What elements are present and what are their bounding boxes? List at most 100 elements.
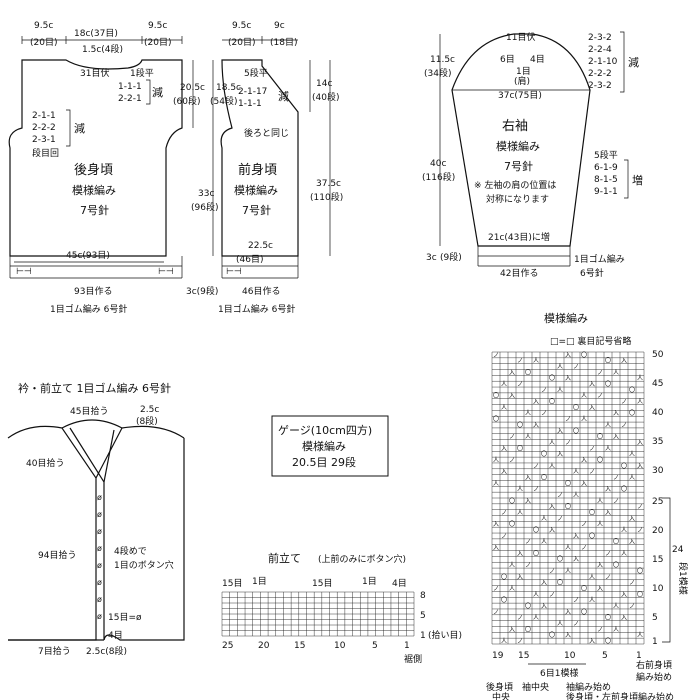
front-width: 22.5c	[248, 241, 273, 251]
front-rib: 1目ゴム編み 6号針	[218, 303, 295, 315]
band-axis-2: 15	[294, 641, 305, 651]
chart-stitch-symbol: 人	[493, 480, 499, 487]
chart-stitch-symbol: 人	[493, 457, 499, 464]
front-neck-height: 14c	[316, 79, 332, 89]
gauge-line-1: 模様編み	[302, 439, 346, 453]
chart-stitch-symbol: ノ	[517, 638, 523, 645]
chart-stitch-symbol: ノ	[605, 550, 611, 557]
back-needle: 7号針	[80, 203, 109, 217]
back-neck-bind: 31目伏	[80, 67, 109, 79]
chart-stitch-symbol: 〇	[589, 533, 595, 540]
sleeve-width-top: 37c(75目)	[498, 90, 542, 101]
chart-row-5: 5	[652, 613, 658, 623]
band-row-8: 8	[420, 591, 426, 601]
chart-legend: □=□ 裏目記号省略	[550, 335, 631, 347]
chart-stitch-symbol: 〇	[581, 609, 587, 616]
chart-stitch-symbol: ノ	[589, 445, 595, 452]
back-piece: ⊢⊣ ⊢⊣ 9.5c (20目) 18c(37目) 9.5c (20目) 1.5…	[8, 21, 218, 315]
chart-repeat-rows: 24	[672, 545, 684, 555]
chart-stitch-symbol: 人	[589, 574, 595, 581]
chart-stitch-symbol: 人	[549, 463, 555, 470]
band-axis-5: 1	[404, 641, 410, 651]
chart-stitch-symbol: 人	[605, 422, 611, 429]
chart-stitch-symbol: ノ	[517, 381, 523, 388]
chart-col-19: 19	[492, 651, 504, 661]
chart-stitch-symbol: 〇	[541, 451, 547, 458]
back-title: 後身頃	[74, 162, 113, 178]
collar-bottom-pick: 7目拾う	[38, 645, 71, 657]
band-chart: 前立て (上前のみにボタン穴) 15目 1目 15目 1目 4目 25 20 1…	[221, 551, 462, 665]
chart-stitch-symbol: 〇	[605, 615, 611, 622]
band-axis-0: 25	[222, 641, 233, 651]
collar-front-pick: 94目拾う	[38, 549, 76, 561]
chart-stitch-symbol: ノ	[557, 492, 563, 499]
back-width: 45c(93目)	[66, 250, 110, 261]
gauge-title: ゲージ(10cm四方)	[278, 423, 372, 437]
chart-stitch-symbol: 〇	[557, 556, 563, 563]
chart-label-4: 後身頃・左前身頃編み始め	[566, 691, 674, 700]
back-neck-dec-2: 2-2-1	[118, 94, 142, 104]
chart-stitch-symbol: 人	[517, 486, 523, 493]
back-neck-width: 18c(37目)	[74, 28, 118, 39]
collar-back-rows: (8段)	[136, 415, 158, 427]
chart-stitch-symbol: 入	[517, 574, 523, 581]
chart-stitch-symbol: 〇	[605, 638, 611, 645]
chart-stitch-symbol: 〇	[621, 486, 627, 493]
chart-stitch-symbol: 人	[613, 626, 619, 633]
chart-stitch-symbol: 入	[613, 434, 619, 441]
sleeve-needle: 7号針	[504, 159, 533, 173]
chart-stitch-symbol: 人	[613, 603, 619, 610]
gauge-line-2: 20.5目 29段	[292, 455, 356, 469]
chart-stitch-symbol: 入	[637, 439, 643, 446]
back-neck-dec-1: 1-1-1	[118, 82, 142, 92]
chart-stitch-symbol: 入	[533, 399, 539, 406]
chart-stitch-symbol: ノ	[581, 521, 587, 528]
back-armhole-rows: (60段)	[173, 95, 200, 107]
back-armhole-dec-0: 2-1-1	[32, 111, 56, 121]
chart-stitch-symbol: 〇	[573, 404, 579, 411]
chart-stitch-symbol: 〇	[525, 626, 531, 633]
buttonhole-mark: ø	[97, 612, 102, 621]
chart-stitch-symbol: 入	[509, 393, 515, 400]
chart-stitch-symbol: 人	[637, 632, 643, 639]
chart-stitch-symbol: ノ	[525, 562, 531, 569]
chart-stitch-symbol: ノ	[501, 510, 507, 517]
sleeve-cap-dec-4: 2-3-2	[588, 81, 612, 91]
chart-stitch-symbol: ノ	[557, 515, 563, 522]
chart-stitch-symbol: 入	[605, 510, 611, 517]
chart-stitch-symbol: ノ	[573, 597, 579, 604]
chart-stitch-symbol: 入	[589, 404, 595, 411]
chart-stitch-symbol: 人	[541, 515, 547, 522]
sleeve-rib-needle: 6号針	[580, 267, 604, 279]
buttonhole-mark: ø	[97, 510, 102, 519]
chart-stitch-symbol: 〇	[605, 358, 611, 365]
chart-stitch-symbol: 入	[509, 626, 515, 633]
sleeve-rib: 1目ゴム編み	[574, 253, 625, 265]
chart-stitch-symbol: ノ	[597, 626, 603, 633]
chart-label-1: 中央	[492, 691, 510, 700]
front-top-stitches-2: (18目)	[270, 37, 297, 48]
sleeve-top-bind: 11目伏	[506, 31, 535, 43]
back-armhole-bind: 段目回	[32, 147, 59, 159]
chart-stitch-symbol: 〇	[557, 580, 563, 587]
sleeve-cap-dec-0: 2-3-2	[588, 33, 612, 43]
chart-stitch-symbol: 人	[621, 550, 627, 557]
chart-row-35: 35	[652, 437, 663, 447]
chart-stitch-symbol: 入	[493, 521, 499, 528]
chart-stitch-symbol: 〇	[549, 632, 555, 639]
chart-stitch-symbol: 〇	[533, 527, 539, 534]
chart-stitch-symbol: ノ	[597, 369, 603, 376]
chart-stitch-symbol: ノ	[621, 422, 627, 429]
chart-stitch-symbol: ノ	[493, 609, 499, 616]
chart-stitch-symbol: 人	[557, 620, 563, 627]
chart-stitch-symbol: 人	[629, 474, 635, 481]
chart-stitch-symbol: 入	[541, 580, 547, 587]
collar-title: 衿・前立て 1目ゴム編み 6号針	[18, 381, 171, 395]
sleeve-cap-rows: (34段)	[424, 67, 451, 79]
band-mark-1: 1目	[252, 576, 267, 587]
chart-stitch-symbol: 〇	[613, 562, 619, 569]
chart-stitch-symbol: 人	[613, 369, 619, 376]
back-neck-dec-word: 減	[152, 85, 163, 99]
band-subtitle: (上前のみにボタン穴)	[318, 553, 406, 565]
band-axis-3: 10	[334, 641, 346, 651]
